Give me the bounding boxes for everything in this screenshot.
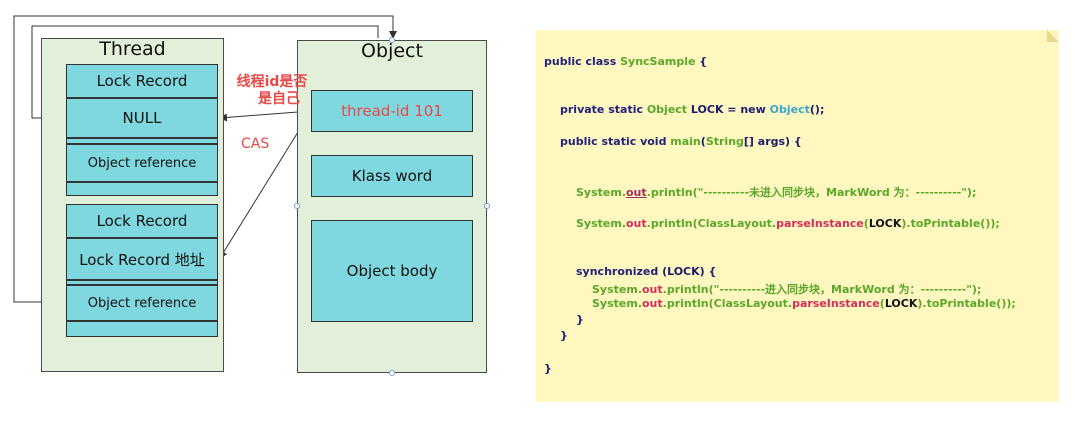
thread-id-question-line2: 是自己: [258, 91, 300, 107]
code-line-lock: private static Object LOCK = new Object(…: [560, 103, 825, 116]
object-reference-2: Object reference: [66, 285, 218, 321]
thread-id-question: 线程id是否 是自己: [222, 74, 322, 108]
handle-left: [294, 203, 300, 209]
code-close-class: }: [544, 362, 552, 375]
cas-arrow: [219, 110, 312, 122]
lock-record-2-footer: [66, 321, 218, 337]
code-line-class: public class SyncSample {: [544, 55, 708, 68]
object-reference-1: Object reference: [66, 144, 218, 182]
outer-loop-line: [13, 15, 397, 303]
handle-top: [389, 37, 395, 43]
thread-id-cell: thread-id 101: [311, 90, 473, 132]
handle-bottom: [389, 370, 395, 376]
code-card-fold: [1047, 30, 1059, 42]
cas-label: CAS: [241, 136, 270, 152]
klass-word-cell: Klass word: [311, 155, 473, 197]
code-line-synchronized: synchronized (LOCK) {: [576, 265, 717, 278]
code-line-println-2: System.out.println(ClassLayout.parseInst…: [576, 217, 1000, 230]
code-card: public class SyncSample { private static…: [536, 30, 1059, 402]
address-arrow: [219, 110, 312, 259]
lock-record-1-gap: [66, 138, 218, 144]
code-close-main: }: [560, 329, 568, 342]
null-cell: NULL: [66, 98, 218, 138]
lock-record-1-header: Lock Record: [66, 64, 218, 98]
lock-record-2-gap: [66, 280, 218, 285]
handle-right: [484, 203, 490, 209]
thread-title: Thread: [99, 38, 166, 60]
code-line-println-3: System.out.println("----------进入同步块，Mark…: [592, 283, 982, 296]
code-line-println-1: System.out.println("----------未进入同步块，Mar…: [576, 186, 977, 199]
thread-id-question-line1: 线程id是否: [236, 74, 308, 90]
lock-record-address-cell: Lock Record 地址: [66, 238, 218, 280]
code-close-sync: }: [576, 313, 584, 326]
lock-record-1-footer: [66, 182, 218, 196]
code-line-main: public static void main(String[] args) {: [560, 135, 802, 148]
lock-record-2-header: Lock Record: [66, 204, 218, 238]
object-body-cell: Object body: [311, 220, 473, 322]
object-title: Object: [361, 40, 423, 62]
code-line-println-4: System.out.println(ClassLayout.parseInst…: [592, 297, 1016, 310]
